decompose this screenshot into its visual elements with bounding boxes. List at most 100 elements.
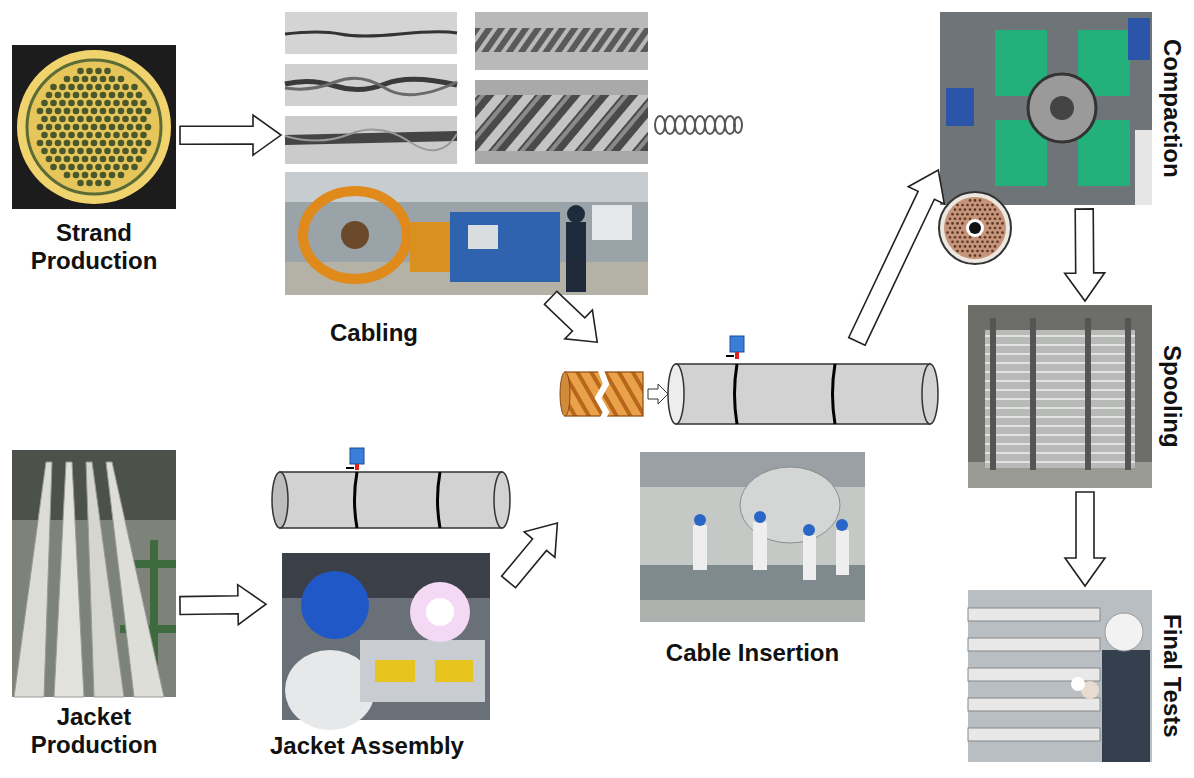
spool-photo (985, 353, 1135, 355)
strand-cross-section (118, 108, 125, 115)
insertion-photo (803, 535, 816, 580)
compacted-cable-section (989, 245, 992, 248)
spool-photo (985, 362, 1135, 364)
strand-cross-section (118, 156, 125, 163)
strand-cross-section (64, 172, 71, 179)
strand-cross-section (131, 132, 138, 139)
strand-cross-section (41, 116, 48, 123)
strand-cross-section (140, 116, 147, 123)
compacted-cable-section (974, 254, 977, 257)
strand-cross-section (95, 116, 102, 123)
cabling-photos (475, 28, 648, 52)
strand-cross-section (136, 124, 143, 131)
compacted-cable-section (969, 208, 972, 211)
compacted-cable-section (996, 222, 999, 225)
spool-photo (968, 305, 1152, 488)
compacted-cable-section (961, 231, 964, 234)
compacted-cable-section (974, 208, 977, 211)
strand-cross-section (113, 116, 120, 123)
compacted-cable-section (969, 222, 981, 234)
jacket-tubes-photo (12, 450, 176, 697)
strand-cross-section (91, 156, 98, 163)
spool-photo (985, 344, 1135, 346)
compacted-cable-section (954, 218, 957, 221)
cable-into-jacket-drawing (726, 355, 734, 357)
helix-icon (655, 116, 665, 134)
spool-photo (985, 425, 1135, 427)
compaction-machine-photo (1050, 96, 1074, 120)
strand-cross-section (86, 148, 93, 155)
compacted-cable-section (981, 204, 984, 207)
final-tests-photo (968, 590, 1152, 762)
strand-cross-section (59, 132, 66, 139)
insertion-photo (693, 525, 707, 570)
compacted-cable-section (986, 222, 989, 225)
compacted-cable-section (981, 241, 984, 244)
strand-cross-section (77, 164, 84, 171)
strand-cross-section (59, 148, 66, 155)
flow-arrow (545, 291, 598, 342)
compacted-cable-section (961, 241, 964, 244)
compacted-cable-section (969, 245, 972, 248)
compaction-machine-photo (1128, 18, 1150, 60)
strand-cross-section (100, 92, 107, 99)
process-photo-area: Cable Insertion (560, 345, 935, 625)
strand-cross-section (122, 132, 129, 139)
strand-cross-section (82, 124, 89, 131)
cable-into-jacket-drawing (676, 364, 930, 424)
strand-cross-section (82, 156, 89, 163)
cabling-photos (285, 64, 457, 106)
compacted-cable-section (959, 236, 962, 239)
strand-cross-section (100, 140, 107, 147)
strand-cross-section (77, 180, 84, 187)
compacted-cable-section (991, 231, 994, 234)
compacted-cable-section (956, 213, 959, 216)
strand-cross-section (131, 100, 138, 107)
cable-into-jacket-drawing (730, 336, 744, 352)
strand-cross-section (77, 68, 84, 75)
compaction-machine-photo (1135, 130, 1152, 205)
strand-cross-section (113, 100, 120, 107)
cable-into-jacket-drawing (598, 368, 606, 420)
compacted-cable-section (991, 222, 994, 225)
step-label: Cable Insertion (640, 639, 865, 667)
compaction-machine-photo (940, 12, 1152, 205)
compacted-cable-section (979, 218, 982, 221)
process-photo-area: Final Tests (968, 590, 1152, 762)
final-tests-photo (1105, 613, 1143, 651)
compacted-cable-section (994, 218, 997, 221)
strand-cross-section (68, 164, 75, 171)
strand-cross-section (136, 140, 143, 147)
jacket-weld-drawing (355, 464, 359, 470)
strand-cross-section (50, 132, 57, 139)
strand-cross-section (127, 156, 134, 163)
strand-cross-section (64, 76, 71, 83)
strand-cross-section (17, 50, 171, 204)
compacted-cable-section (969, 199, 972, 202)
insertion-photo (803, 524, 815, 536)
strand-cross-section (140, 132, 147, 139)
strand-cross-section (64, 108, 71, 115)
strand-cross-section (104, 116, 111, 123)
insertion-photo (694, 514, 706, 526)
compacted-cable-section (964, 245, 967, 248)
spool-photo (985, 380, 1135, 382)
compacted-cable-section (979, 254, 982, 257)
compacted-cable-section (969, 236, 972, 239)
helix-icon (715, 116, 725, 134)
flow-arrow (1065, 209, 1105, 301)
compacted-cable-section (954, 208, 957, 211)
strand-cross-section (127, 92, 134, 99)
insertion-photo (754, 511, 766, 523)
strand-cross-section (131, 116, 138, 123)
process-photo-area: Strand Production (12, 45, 176, 209)
compacted-cable-section (986, 241, 989, 244)
strand-cross-section (27, 60, 161, 194)
compacted-cable-section (986, 204, 989, 207)
flow-arrow (849, 170, 945, 345)
strand-cross-section (95, 84, 102, 91)
compacted-cable-section (974, 199, 977, 202)
strand-cross-section (118, 92, 125, 99)
strand-cross-section (82, 172, 89, 179)
strand-cross-section (86, 116, 93, 123)
